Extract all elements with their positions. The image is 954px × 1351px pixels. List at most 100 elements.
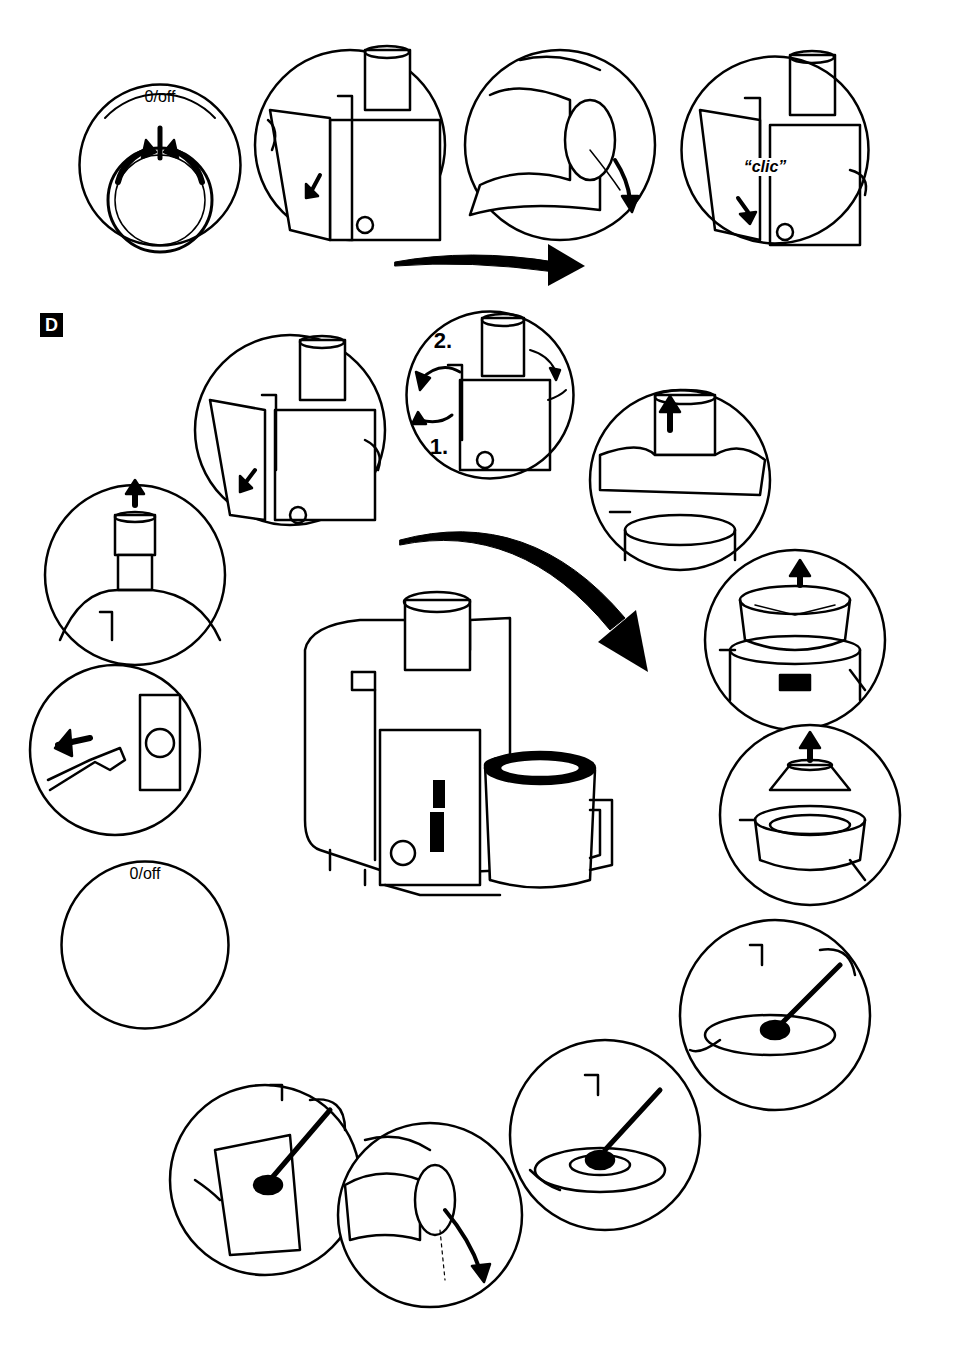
rinse-step-part (338, 1123, 522, 1307)
unlock-clamps-step-part (548, 390, 566, 400)
unplug-step-part (140, 695, 180, 790)
remove-filter-step (705, 550, 885, 730)
lift-lid-step-part (610, 511, 630, 514)
juicer-appliance-part (590, 800, 612, 870)
remove-container-step-part (338, 96, 352, 240)
lift-lid-step-part (625, 530, 735, 560)
unplug-step (30, 665, 200, 835)
brush-cleaning-step-part (270, 1110, 330, 1180)
brush-cleaning-step-part (254, 1176, 282, 1194)
remove-basket-step-part (720, 725, 900, 905)
remove-container-step-part (300, 336, 344, 348)
remove-pusher-step-part (118, 555, 152, 590)
dial-symbol-part (164, 140, 178, 158)
reinsert-container-step-part (790, 51, 834, 63)
brush-cleaning-step-part (586, 1151, 614, 1169)
unlock-clamps-step-part (550, 368, 560, 380)
remove-filter-step-part (740, 586, 850, 614)
rinse-step-part (345, 1174, 420, 1240)
rinse-step-part (445, 1210, 480, 1270)
step-label: 1. (430, 434, 448, 460)
remove-container-step-part (290, 507, 306, 523)
juicer-appliance-part (352, 672, 375, 860)
remove-container-step-part (330, 120, 440, 240)
lift-lid-step-part (655, 390, 715, 404)
empty-container-step-part (615, 160, 630, 200)
dial-symbol (105, 94, 215, 252)
remove-filter-step-part (740, 600, 850, 650)
juicer-appliance-part (485, 752, 595, 784)
remove-basket-step-part (800, 732, 820, 748)
sequence-arrow-part (548, 244, 585, 286)
brush-cleaning-step-part (510, 1040, 700, 1230)
brush-cleaning-step-part (780, 965, 840, 1025)
remove-pusher-step-part (45, 485, 225, 665)
circle-outline (78, 83, 242, 247)
unplug-step-part (55, 730, 72, 756)
sequence-arrow-part (598, 610, 648, 672)
brush-cleaning-step-part (750, 945, 762, 965)
remove-pusher-step (45, 480, 225, 665)
remove-filter-step-part (730, 650, 860, 700)
remove-container-step-part (255, 50, 445, 240)
brush-cleaning-step-part (761, 1021, 789, 1039)
remove-container-step-part (365, 46, 409, 58)
remove-basket-step-part (740, 820, 865, 880)
lift-lid-step-part (625, 515, 735, 545)
dial-circle: 0/off (78, 83, 242, 247)
remove-basket-step-part (755, 806, 865, 834)
unlock-clamps-step-part (416, 372, 430, 390)
remove-filter-step-part (730, 636, 860, 664)
unplug-step-part (146, 729, 174, 757)
remove-basket-step (720, 725, 900, 905)
sequence-arrow-part (395, 255, 555, 272)
juicer-appliance (305, 592, 612, 895)
rinse-step-part (440, 1230, 445, 1280)
remove-container-step-part (365, 440, 380, 470)
unlock-clamps-step-part (460, 380, 550, 470)
juicer-appliance-part (352, 672, 375, 690)
lift-lid-step-part (600, 448, 765, 496)
remove-container-step-part (195, 335, 385, 525)
brush-cleaning-step-part (680, 920, 870, 1110)
sequence-arrow (395, 244, 585, 286)
circle-outline-shape (407, 312, 574, 479)
dial-circle: 0/off (60, 860, 230, 1030)
remove-container-step-part (357, 217, 373, 233)
lift-lid-step-part (590, 390, 770, 570)
remove-container-step-part (306, 184, 318, 198)
dial-symbol-part (142, 140, 156, 158)
reinsert-container-step-part (745, 98, 760, 160)
sequence-arrow (400, 532, 648, 672)
rinse-step-part (365, 1137, 430, 1150)
remove-filter-step-part (755, 605, 835, 615)
empty-container-step (465, 50, 655, 240)
remove-pusher-step-part (115, 512, 155, 522)
circle-outline-shape (80, 85, 241, 246)
lift-lid-step-part (660, 396, 680, 412)
empty-container-step-part (622, 196, 638, 212)
juicer-appliance-part (391, 841, 415, 865)
step-label: 2. (434, 328, 452, 354)
reinsert-container-step-part (740, 212, 756, 224)
brush-cleaning-step-part (310, 1099, 345, 1130)
reinsert-container-step-part (777, 224, 793, 240)
dial-symbol-part (158, 128, 163, 158)
brush-cleaning-step-part (535, 1148, 665, 1192)
remove-filter-step-part (720, 650, 865, 690)
remove-container-step-part (312, 175, 320, 190)
dial-symbol-part (115, 155, 205, 245)
reinsert-container-step-part (738, 198, 748, 212)
step-circle: 2. 1. (405, 310, 575, 480)
remove-container-step-part (270, 110, 330, 240)
unlock-clamps-step (412, 314, 566, 470)
circle-outline-shape (682, 57, 869, 244)
juicer-appliance-part (404, 592, 470, 612)
juicer-appliance-part (330, 850, 490, 885)
brush-cleaning-step-part (530, 1170, 560, 1190)
lift-lid-step (590, 390, 770, 570)
brush-cleaning-step (170, 1085, 360, 1275)
remove-container-step-part (246, 470, 255, 482)
brush-cleaning-step (680, 920, 870, 1110)
